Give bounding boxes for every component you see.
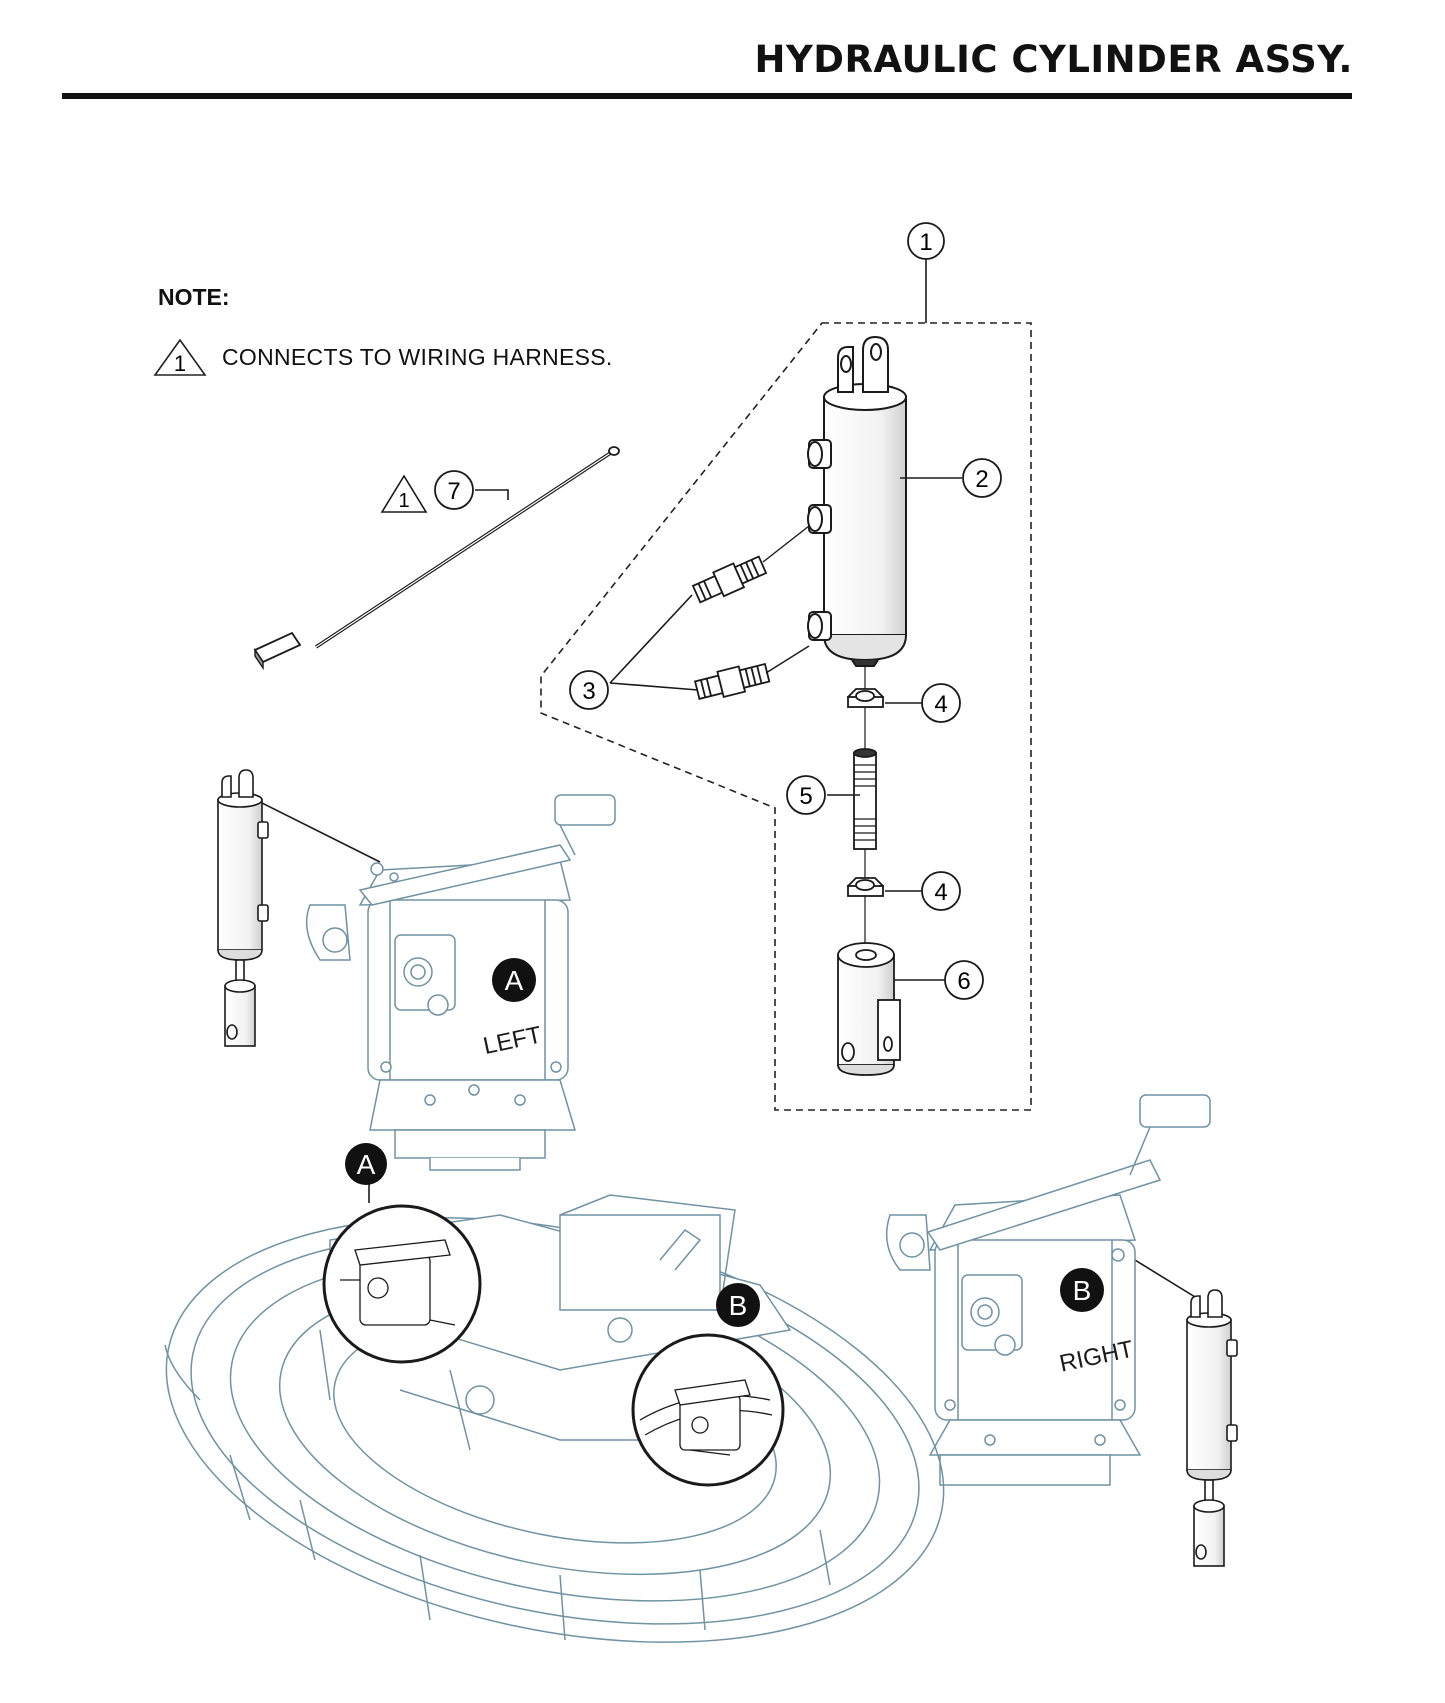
lower-hardware-drawing: [837, 666, 901, 1076]
svg-text:5: 5: [799, 783, 812, 810]
svg-text:1: 1: [919, 229, 932, 256]
svg-text:A: A: [357, 1149, 376, 1180]
callout-6[interactable]: 6: [944, 960, 984, 1000]
leader-lines: [239, 258, 1201, 1338]
warning-triangle-icon: 1: [153, 338, 207, 376]
hydraulic-fittings-drawing: [691, 555, 771, 700]
sensor-cable-drawing: [253, 446, 620, 671]
view-marker-a-machine: A: [345, 1143, 387, 1185]
note-heading: NOTE:: [158, 284, 230, 310]
title-rule: [62, 93, 1352, 99]
callout-5[interactable]: 5: [786, 775, 826, 815]
svg-text:1: 1: [398, 490, 409, 512]
page-title: HYDRAULIC CYLINDER ASSY.: [754, 38, 1353, 81]
view-marker-b-machine: B: [716, 1283, 760, 1327]
cylinder-body-drawing: [807, 335, 907, 667]
callout-4-upper[interactable]: 4: [921, 683, 961, 723]
svg-text:B: B: [1073, 1275, 1092, 1306]
svg-text:B: B: [729, 1290, 748, 1321]
detail-circle-b: [631, 1333, 785, 1487]
view-marker-a-left: A: [492, 958, 536, 1002]
assembly-boundary: [540, 322, 1032, 1111]
note-text: CONNECTS TO WIRING HARNESS.: [222, 344, 613, 370]
left-cylinder-drawing: [217, 769, 269, 1047]
svg-text:2: 2: [975, 466, 988, 493]
svg-text:3: 3: [582, 678, 595, 705]
svg-text:4: 4: [934, 879, 947, 906]
callout-2[interactable]: 2: [962, 458, 1002, 498]
callout-7[interactable]: 1 7: [380, 470, 474, 513]
view-marker-b-right: B: [1060, 1268, 1104, 1312]
callout-1[interactable]: 1: [907, 222, 945, 260]
left-gearbox-drawing: [305, 794, 616, 1171]
trowel-machine-drawing: [164, 1194, 945, 1643]
svg-text:6: 6: [957, 968, 970, 995]
detail-circle-a: [322, 1204, 482, 1364]
right-gearbox-drawing: [885, 1094, 1211, 1486]
svg-text:A: A: [505, 965, 524, 996]
note-ref-triangle-icon: [380, 474, 428, 513]
callout-4-lower[interactable]: 4: [921, 871, 961, 911]
svg-text:7: 7: [447, 478, 460, 505]
callout-3[interactable]: 3: [569, 670, 609, 710]
note-symbol: 1: [174, 351, 186, 376]
right-cylinder-drawing: [1186, 1289, 1238, 1567]
svg-text:4: 4: [934, 691, 947, 718]
